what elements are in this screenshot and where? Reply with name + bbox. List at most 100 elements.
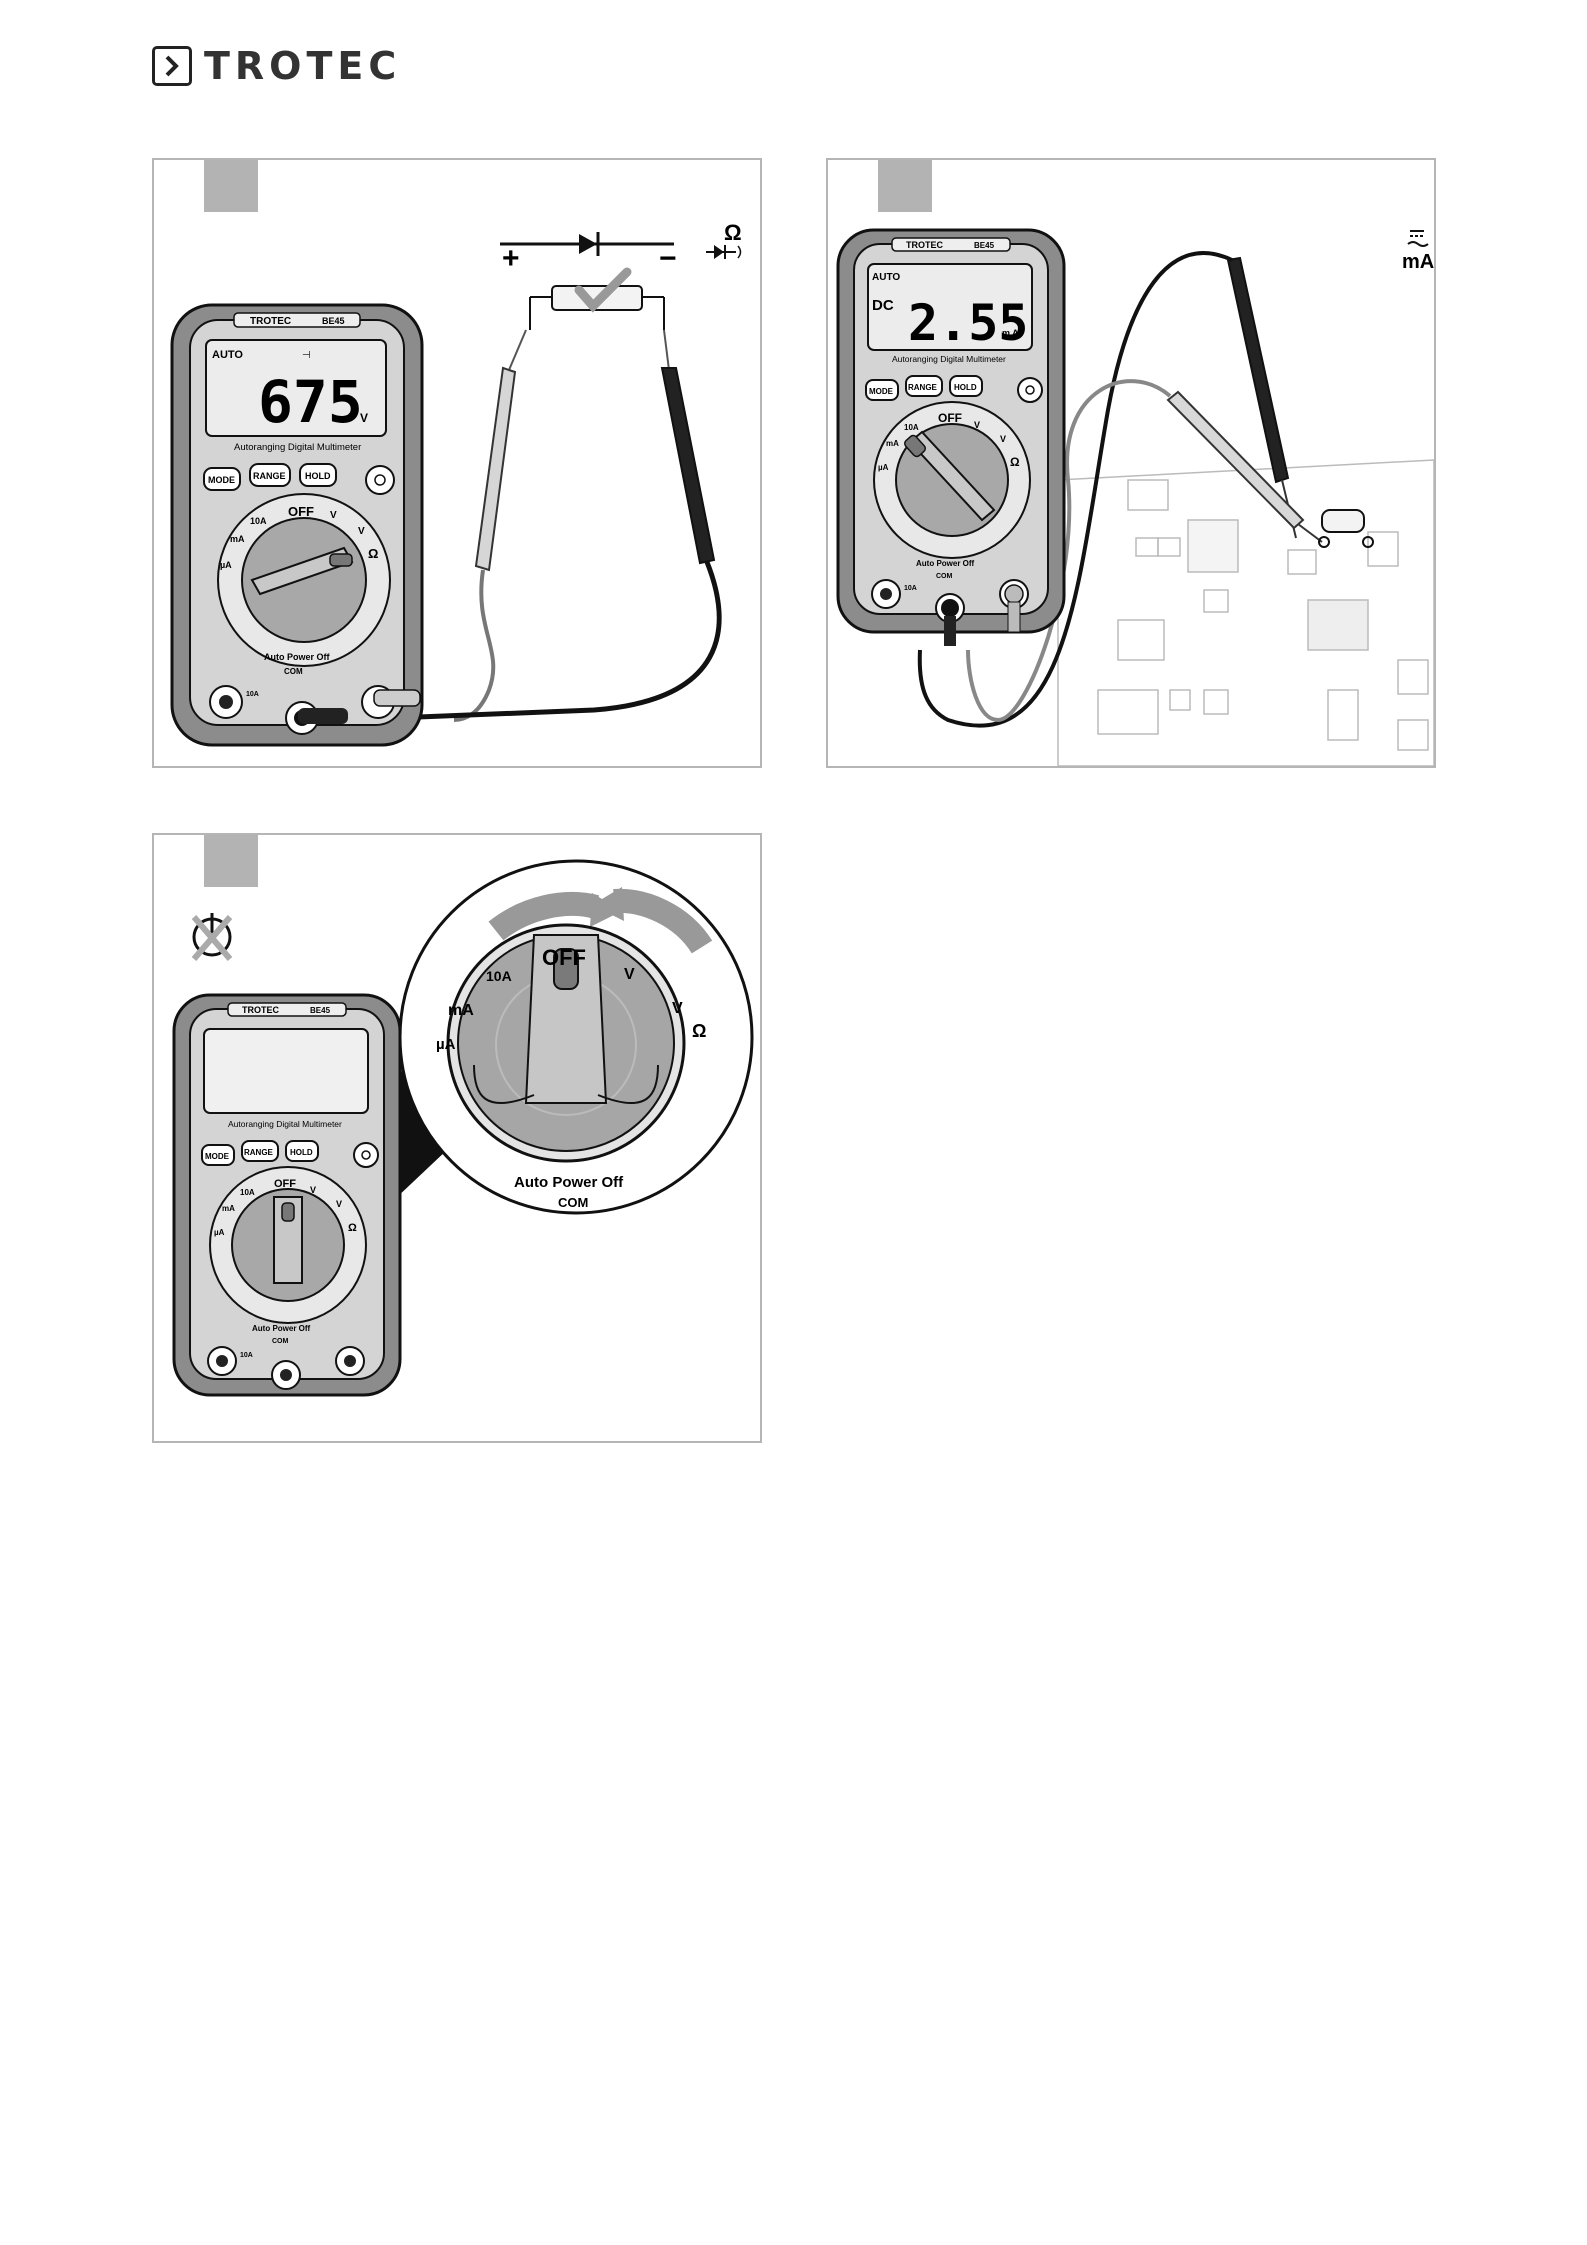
dial-10a-label: 10A [250,516,267,526]
lcd-symbol: ⊣ [302,350,311,361]
resistor [1321,509,1365,533]
dial-10a-label: 10A [904,423,919,432]
zoom-ua-label: µA [436,1036,456,1053]
auto-power-off-label: Auto Power Off [252,1324,311,1333]
brand-name: TROTEC [204,44,402,88]
meter-model: BE45 [310,1006,331,1015]
diode-sound-icon [706,245,742,259]
auto-power-off-label: Auto Power Off [916,559,975,568]
hold-label: HOLD [305,471,331,481]
zoom-vdc-label: V [672,1000,683,1017]
lcd-display [867,263,1033,351]
dial-vac-label: V [330,510,337,521]
mode-button [865,379,899,401]
figure-panel-1: + − Ω [152,158,762,768]
lcd-mode: AUTO [212,349,243,361]
hold-button [949,375,983,397]
meter-brand: TROTEC [250,316,291,327]
power-off-crossed-icon [191,913,233,961]
figure-panel-2: mA [826,158,1436,768]
meter-model: BE45 [974,241,995,250]
figure-panel-3: TROTEC BE45 Autoranging Digital Multimet… [152,833,762,1443]
range-label: RANGE [908,383,938,392]
mode-label: MODE [208,475,235,485]
dial-ohm-label: Ω [348,1222,357,1234]
dial-ohm-label: Ω [1010,455,1020,469]
red-probe [453,329,527,722]
zoom-ma-label: mA [448,1002,474,1019]
dial-off-label: OFF [938,411,962,425]
unit-label-text: mA [1402,251,1434,273]
backlight-icon [353,1142,379,1168]
dial-vdc-label: V [336,1199,342,1209]
check-icon [574,267,632,313]
ma-unit-label: mA [1402,230,1434,273]
com-label: COM [272,1338,289,1345]
lcd-unit: V [360,411,368,425]
meter-caption: Autoranging Digital Multimeter [228,1119,342,1129]
lcd-value: 675 [258,368,363,436]
diode-component [529,267,665,330]
mode-label: MODE [869,387,894,396]
meter-brand: TROTEC [242,1005,279,1015]
dial-off-label: OFF [274,1178,296,1190]
rotate-arrow-right [613,888,713,954]
rotate-arrow-left [488,892,600,941]
lcd-value: 2.55 [908,294,1028,352]
lcd-dc: DC [872,297,894,314]
lcd-mode: AUTO [872,272,900,283]
zoom-vac-label: V [624,966,635,983]
dial-vac-label: V [310,1185,316,1195]
dial-vdc-label: V [358,526,365,537]
jack-10a-label: 10A [240,1352,253,1359]
range-button [249,463,291,487]
chevron-right-icon [152,46,192,86]
zoom-10a-label: 10A [486,968,512,984]
minus-label: − [659,242,677,275]
com-label: COM [284,667,303,676]
zoom-ohm-label: Ω [692,1021,706,1041]
jack-10a-label: 10A [246,691,259,698]
meter-model: BE45 [322,316,345,326]
diode-circuit: + − Ω [500,220,742,275]
hold-button [285,1140,319,1162]
meter-caption: Autoranging Digital Multimeter [892,354,1006,364]
dial-off-label: OFF [288,504,314,519]
mode-button [203,467,241,491]
meter-brand: TROTEC [906,240,943,250]
figure-number-tab [204,160,258,212]
backlight-icon [365,465,395,495]
lcd-unit: m A [1002,328,1019,338]
zoom-auto-power-off-label: Auto Power Off [514,1174,624,1191]
dial-ohm-label: Ω [368,546,378,561]
lcd-display [203,1028,369,1114]
dial-10a-label: 10A [240,1188,255,1197]
mode-label: MODE [205,1152,230,1161]
dial-ua-label: µA [214,1228,225,1237]
circuit-board [1057,459,1434,766]
plus-label: + [502,242,520,275]
hold-button [299,463,337,487]
backlight-icon [1017,377,1043,403]
multimeter: TROTEC BE45 AUTO DC 2.55 m A Autoranging… [836,228,1066,646]
multimeter: TROTEC BE45 Autoranging Digital Multimet… [172,993,402,1397]
range-label: RANGE [244,1148,274,1157]
black-probe [343,329,722,723]
lcd-display [205,339,387,437]
dial-ma-label: mA [222,1204,235,1213]
dial-vac-label: V [974,420,980,430]
dial-pointer [553,948,579,990]
dial-ua-label: µA [220,560,232,570]
black-probe [917,251,1297,728]
range-label: RANGE [253,471,286,481]
red-probe [966,379,1374,723]
auto-power-off-label: Auto Power Off [264,652,330,662]
figure-number-tab [878,160,932,212]
multimeter: TROTEC BE45 AUTO ⊣ 675 V Autoranging Dig… [170,303,424,747]
figure-number-tab [204,835,258,887]
meter-caption: Autoranging Digital Multimeter [234,442,361,453]
trotec-logo: TROTEC [152,44,401,88]
dial-vdc-label: V [1000,434,1006,444]
dial-ua-label: µA [878,463,889,472]
zoom-off-label: OFF [542,945,586,970]
